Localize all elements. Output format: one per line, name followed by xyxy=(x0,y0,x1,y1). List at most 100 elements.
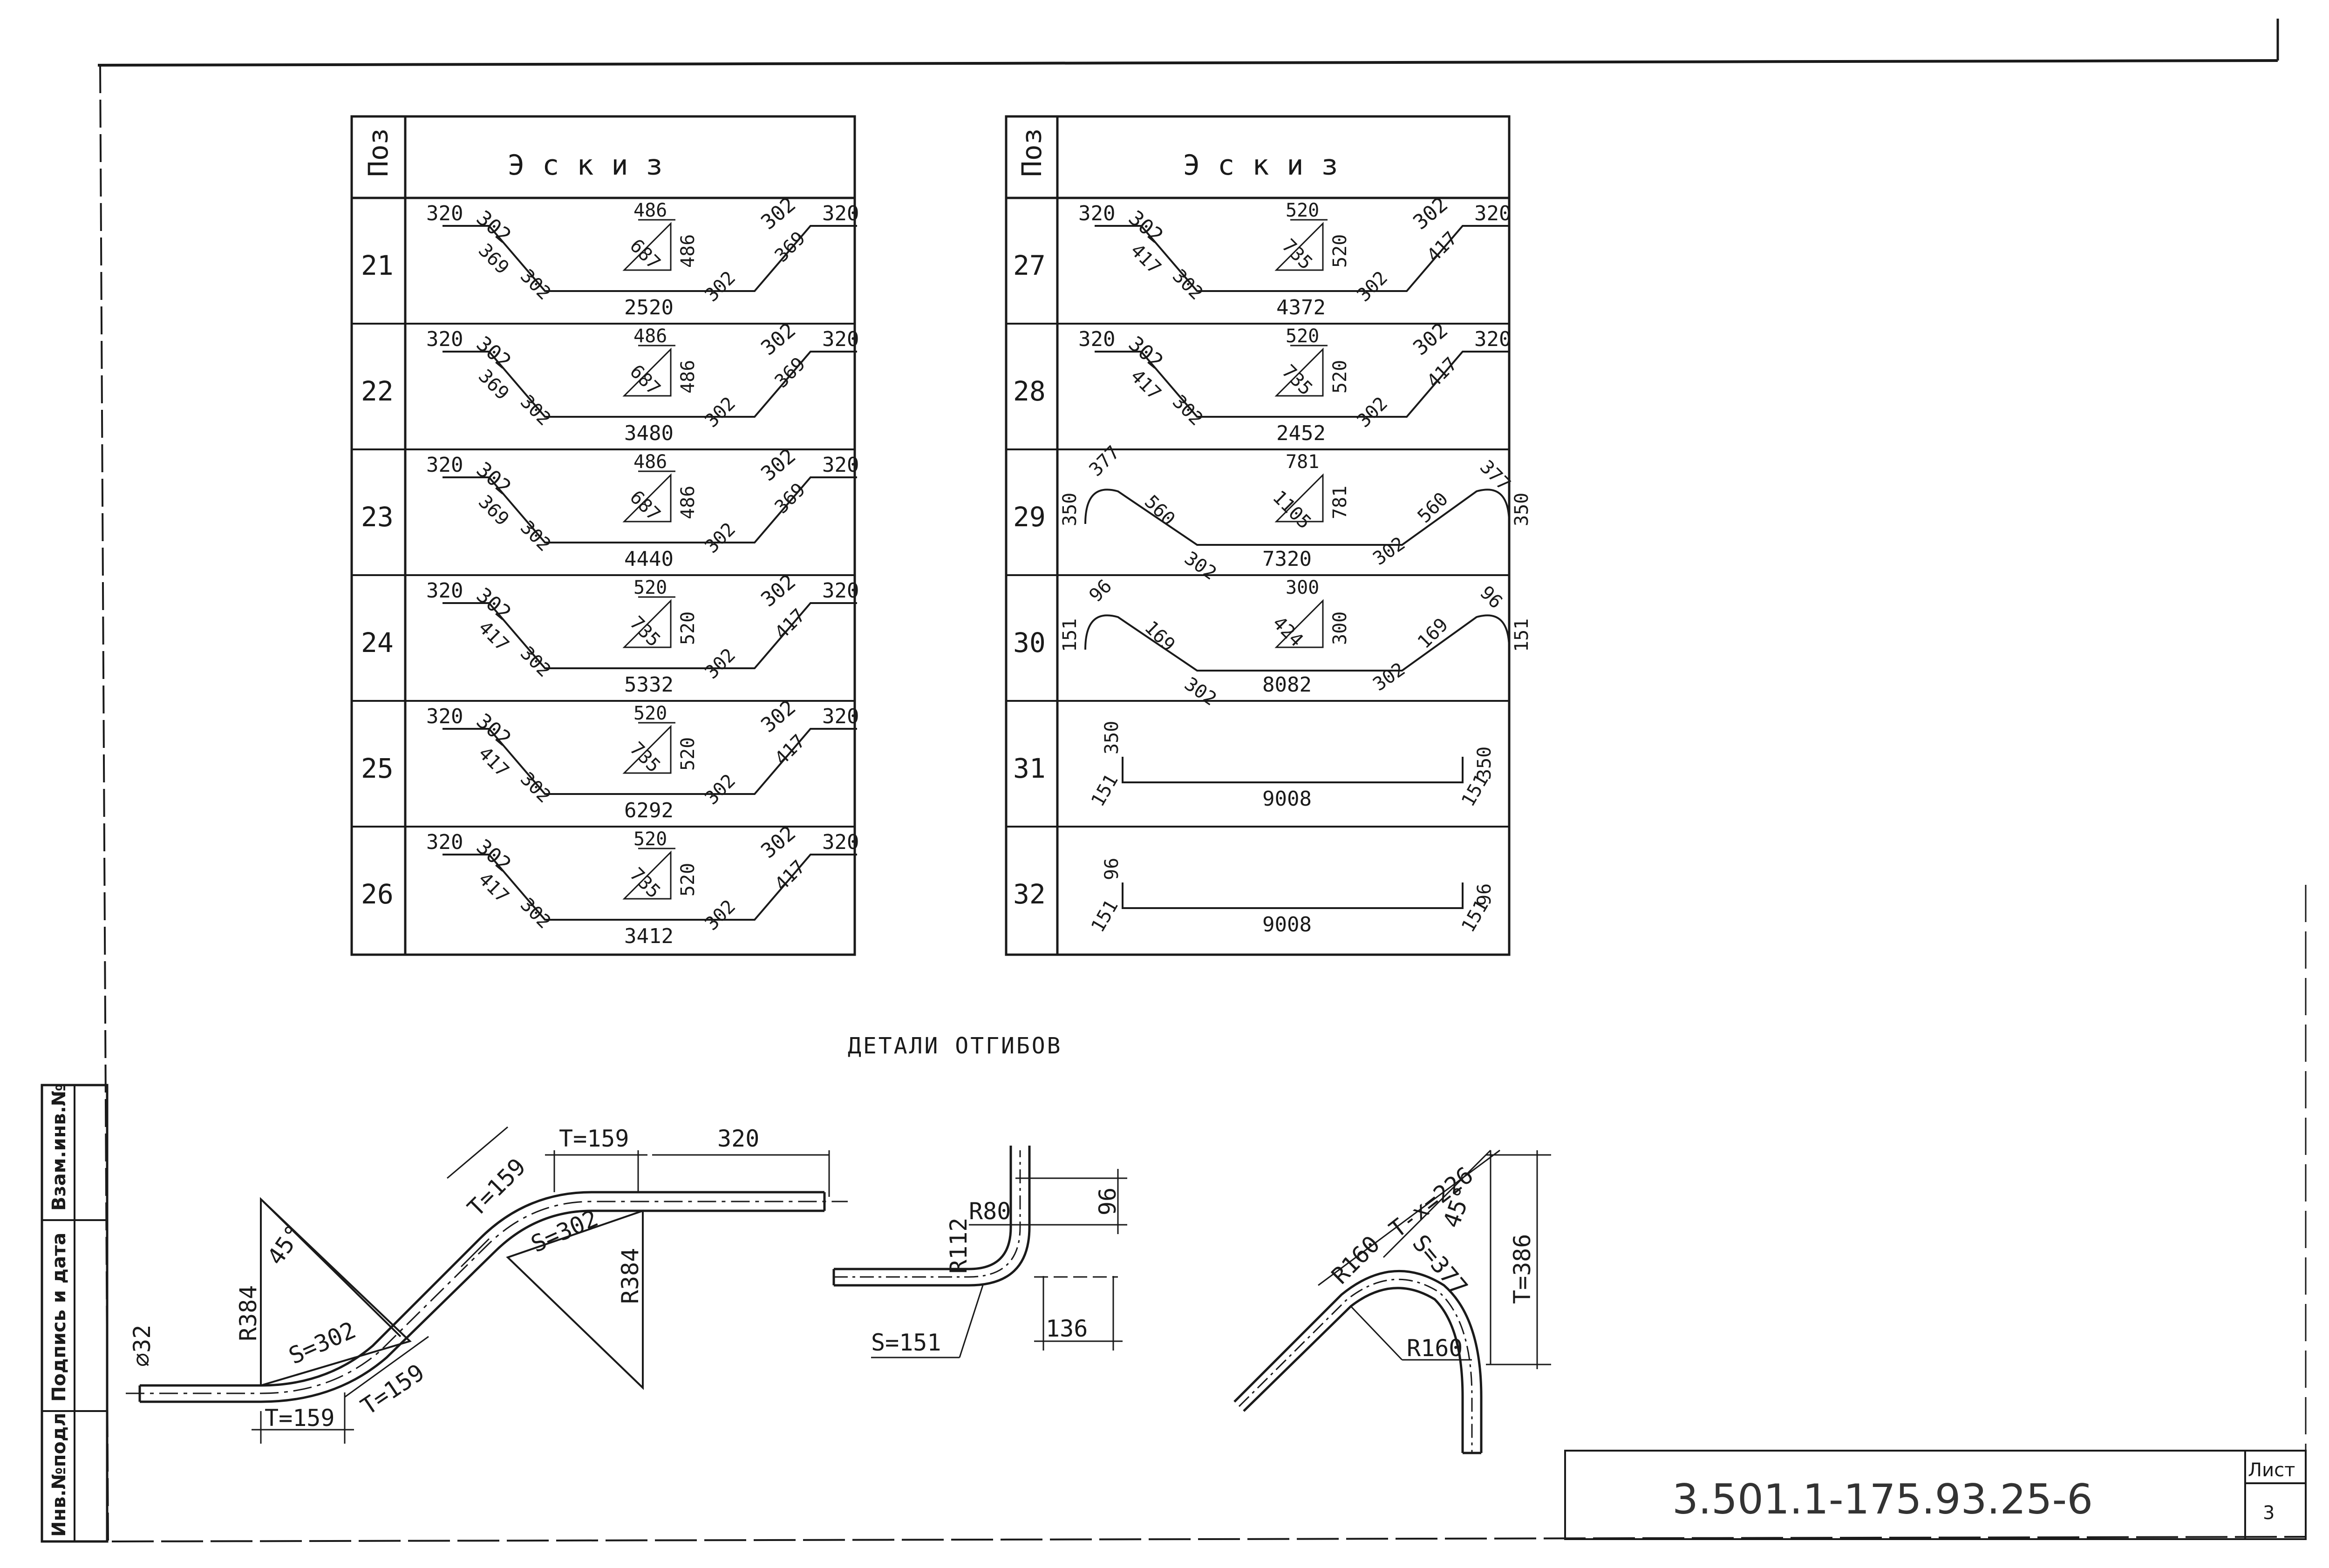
detail2-r112: R112 xyxy=(945,1218,972,1274)
tri-top: 300 xyxy=(1286,577,1319,598)
dim-bend-right: 302 xyxy=(701,393,740,432)
dim-end-left: 320 xyxy=(426,705,463,728)
dim-diag-right: 560 xyxy=(1414,488,1453,527)
row-pos: 32 xyxy=(1013,878,1046,910)
tri-top: 520 xyxy=(633,703,667,724)
detail3-r1: R160 xyxy=(1326,1230,1385,1289)
bend-triangle xyxy=(622,850,672,900)
dim-bend-left: 302 xyxy=(1180,673,1220,710)
header-pos: Поз xyxy=(362,128,394,177)
dim-side-left: 302 xyxy=(472,457,516,499)
dim-hook-right: 151 xyxy=(1511,618,1532,652)
detail-double-bend: ∅32 T=159 S=302 T=159 T=159 S=302 T=159 … xyxy=(126,1125,848,1444)
tri-hyp: 687 xyxy=(626,487,665,526)
sketch-bar xyxy=(443,728,857,795)
dim-end-right: 320 xyxy=(822,705,859,728)
dim-diag-left: 417 xyxy=(1126,240,1165,279)
dim-bottom: 6292 xyxy=(624,799,674,822)
detail2-r80: R80 xyxy=(969,1198,1011,1225)
sketch-bar xyxy=(1095,351,1509,418)
dim-hook-left: 151 xyxy=(1059,618,1081,652)
dim-bottom: 3480 xyxy=(624,421,674,445)
dim-end-right: 320 xyxy=(1474,202,1511,225)
dim-side-left: 302 xyxy=(1124,332,1168,373)
detail2-v: 96 xyxy=(1094,1188,1121,1215)
dim-side-left: 302 xyxy=(472,583,516,625)
dim-leg-left: 350 xyxy=(1101,721,1123,754)
bend-triangle xyxy=(622,347,672,397)
bend-triangle xyxy=(1274,347,1324,397)
row-pos: 21 xyxy=(361,250,394,281)
detail1-dia: ∅32 xyxy=(129,1325,156,1367)
tri-right: 520 xyxy=(1329,360,1351,394)
dim-bottom: 9008 xyxy=(1262,787,1312,811)
dim-bend-left: 302 xyxy=(1180,548,1220,584)
detail1-t3: T=159 xyxy=(462,1153,531,1222)
dim-diag-left: 417 xyxy=(474,743,513,782)
row-pos: 22 xyxy=(361,375,394,407)
sketch-bar xyxy=(443,476,857,543)
sketch-bar xyxy=(1095,225,1509,292)
dim-side-left: 302 xyxy=(472,206,516,248)
detail-hook: R80 R112 96 S=151 136 xyxy=(832,1146,1127,1358)
row-pos: 25 xyxy=(361,753,394,784)
dim-end-left: 320 xyxy=(426,830,463,854)
tri-hyp: 735 xyxy=(626,864,665,903)
detail2-s: S=151 xyxy=(871,1329,941,1356)
tri-top: 520 xyxy=(633,577,667,598)
dim-end-left: 320 xyxy=(426,202,463,225)
header-sketch: Эскиз xyxy=(508,149,681,182)
bend-triangle xyxy=(622,725,672,774)
stamp-signature-date: Подпись и дата xyxy=(48,1233,70,1402)
dim-bend-left: 151 xyxy=(1087,896,1123,936)
row-pos: 24 xyxy=(361,627,394,658)
row-pos: 28 xyxy=(1013,375,1046,407)
tri-hyp: 1105 xyxy=(1268,487,1315,534)
dim-diag-left: 417 xyxy=(474,869,513,908)
dim-diag-left: 417 xyxy=(1126,366,1165,405)
dim-diag-right: 169 xyxy=(1414,614,1453,653)
tri-top: 486 xyxy=(633,326,667,347)
detail1-r2: R384 xyxy=(617,1248,644,1304)
dim-end-right: 320 xyxy=(822,830,859,854)
sketch-bar xyxy=(443,225,857,292)
tri-right: 486 xyxy=(677,234,699,268)
tri-hyp: 687 xyxy=(626,361,665,400)
dim-bottom: 2520 xyxy=(624,296,674,319)
dim-bend-right: 302 xyxy=(701,644,740,683)
detail1-t2: T=159 xyxy=(356,1359,429,1420)
dim-arc-left: 377 xyxy=(1085,441,1124,481)
tri-right: 520 xyxy=(1329,234,1351,268)
dim-bend-left: 151 xyxy=(1087,770,1123,810)
dim-diag-left: 369 xyxy=(474,366,513,405)
tri-top: 520 xyxy=(633,828,667,850)
dim-bottom: 7320 xyxy=(1262,547,1312,571)
dim-bottom: 8082 xyxy=(1262,673,1312,697)
sketch-bar xyxy=(443,602,857,669)
dim-side-left: 302 xyxy=(472,332,516,373)
row-pos: 30 xyxy=(1013,627,1046,658)
tri-top: 486 xyxy=(633,451,667,473)
sheet-frame xyxy=(97,19,2307,1542)
row-pos: 27 xyxy=(1013,250,1046,281)
table-right: Поз Эскиз xyxy=(1005,115,1511,956)
detail2-h: 136 xyxy=(1046,1315,1088,1342)
tri-right: 486 xyxy=(677,486,699,519)
bend-triangle xyxy=(1274,599,1324,648)
dim-bend-left: 302 xyxy=(1168,265,1207,305)
dim-side-left: 302 xyxy=(472,835,516,876)
dim-bottom: 3412 xyxy=(624,924,674,948)
row-pos: 23 xyxy=(361,501,394,533)
dim-end-left: 320 xyxy=(1078,327,1115,351)
title-block: 3.501.1-175.93.25-6 Лист 3 xyxy=(1564,1450,2307,1540)
dim-side-left: 302 xyxy=(472,709,516,751)
row-pos: 31 xyxy=(1013,753,1046,784)
